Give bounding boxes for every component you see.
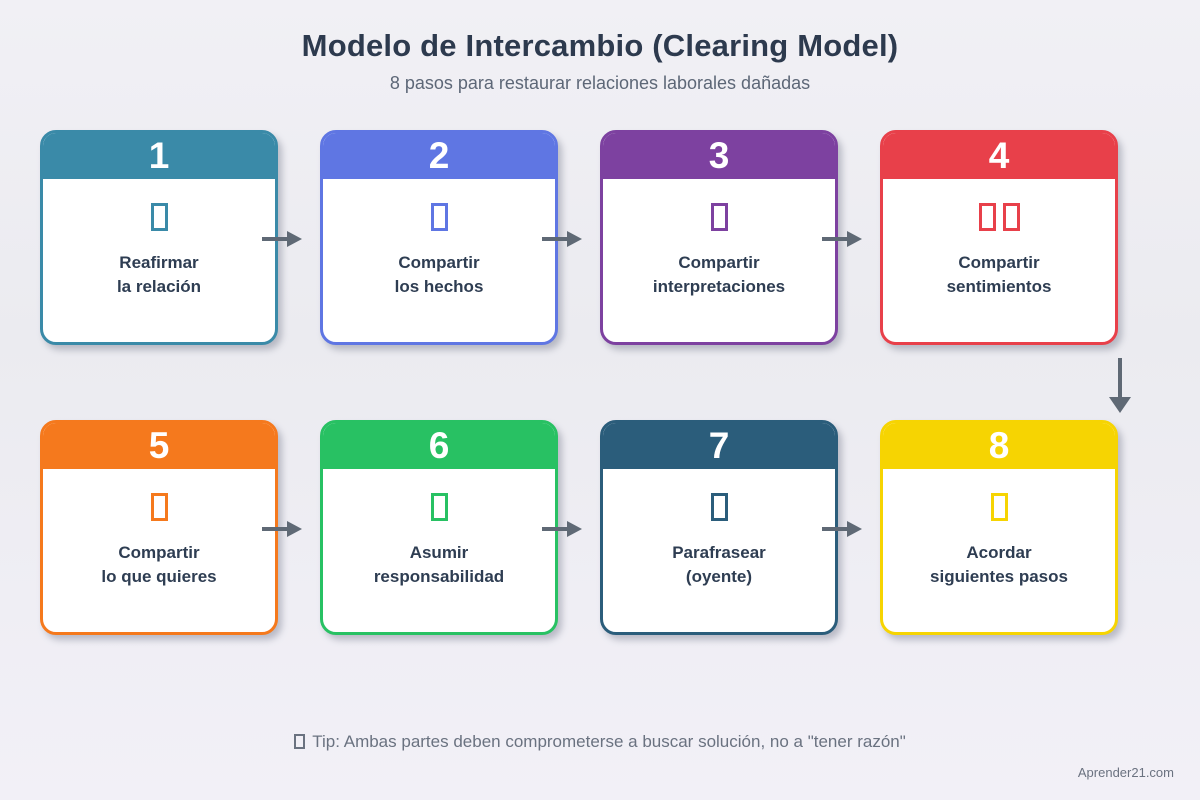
step-label: Compartir los hechos xyxy=(395,251,484,299)
step-label-line2: los hechos xyxy=(394,277,484,296)
step-number: 7 xyxy=(708,425,730,466)
arrow-right-icon xyxy=(542,521,582,537)
step-card-8: 8 Acordar siguientes pasos xyxy=(880,420,1118,635)
step-label: Compartir sentimientos xyxy=(947,251,1052,299)
step-card-1-header: 1 xyxy=(43,133,275,179)
step-label-line1: Compartir xyxy=(118,543,200,562)
tofu-placeholder-icon xyxy=(294,734,306,749)
arrow-right-icon xyxy=(262,231,302,247)
tip-line: Tip: Ambas partes deben comprometerse a … xyxy=(0,732,1200,752)
step-card-7: 7 Parafrasear (oyente) xyxy=(600,420,838,635)
step-label: Compartir interpretaciones xyxy=(653,251,785,299)
footer-brand: Aprender21.com xyxy=(1077,765,1174,780)
tofu-placeholder-icon xyxy=(150,493,168,521)
step-label-line1: Parafrasear xyxy=(672,543,766,562)
step-label-line1: Compartir xyxy=(398,253,480,272)
step-label-line2: (oyente) xyxy=(685,567,753,586)
tofu-placeholder-icon xyxy=(978,203,996,231)
step-label-line2: interpretaciones xyxy=(652,277,786,296)
step-number: 4 xyxy=(988,135,1010,176)
step-card-1-body: Reafirmar la relación xyxy=(43,179,275,299)
page-subtitle: 8 pasos para restaurar relaciones labora… xyxy=(389,73,811,93)
step-label: Parafrasear (oyente) xyxy=(672,541,766,589)
page-title: Modelo de Intercambio (Clearing Model) xyxy=(301,28,899,63)
step-label-line2: la relación xyxy=(116,277,202,296)
arrow-right-icon xyxy=(542,231,582,247)
tofu-placeholder-icon xyxy=(430,203,448,231)
step-card-4-body: Compartir sentimientos xyxy=(883,179,1115,299)
arrow-down-icon xyxy=(1109,358,1131,414)
step-card-5-header: 5 xyxy=(43,423,275,469)
arrow-right-icon xyxy=(262,521,302,537)
step-label-line1: Acordar xyxy=(966,543,1032,562)
tofu-placeholder-icon xyxy=(710,203,728,231)
step-card-6: 6 Asumir responsabilidad xyxy=(320,420,558,635)
arrow-right-icon xyxy=(822,521,862,537)
step-label-line2: lo que quieres xyxy=(101,567,217,586)
tofu-placeholder-icon xyxy=(990,493,1008,521)
step-card-6-header: 6 xyxy=(323,423,555,469)
step-label-line1: Compartir xyxy=(678,253,760,272)
step-card-1: 1 Reafirmar la relación xyxy=(40,130,278,345)
step-label-line2: siguientes pasos xyxy=(930,567,1068,586)
step-number: 3 xyxy=(708,135,730,176)
step-number: 2 xyxy=(428,135,450,176)
step-card-5: 5 Compartir lo que quieres xyxy=(40,420,278,635)
step-card-2-body: Compartir los hechos xyxy=(323,179,555,299)
step-card-2-header: 2 xyxy=(323,133,555,179)
tofu-placeholder-icon xyxy=(150,203,168,231)
step-number: 5 xyxy=(148,425,170,466)
step-card-3: 3 Compartir interpretaciones xyxy=(600,130,838,345)
step-card-4: 4 Compartir sentimientos xyxy=(880,130,1118,345)
step-card-8-body: Acordar siguientes pasos xyxy=(883,469,1115,589)
step-card-5-body: Compartir lo que quieres xyxy=(43,469,275,589)
step-label: Asumir responsabilidad xyxy=(374,541,504,589)
step-label-line2: responsabilidad xyxy=(373,567,505,586)
tip-text: Tip: Ambas partes deben comprometerse a … xyxy=(312,732,906,751)
step-label: Reafirmar la relación xyxy=(117,251,201,299)
tofu-placeholder-icon xyxy=(430,493,448,521)
step-card-3-body: Compartir interpretaciones xyxy=(603,179,835,299)
step-card-6-body: Asumir responsabilidad xyxy=(323,469,555,589)
step-label-line1: Reafirmar xyxy=(119,253,199,272)
step-label-line2: sentimientos xyxy=(946,277,1052,296)
step-card-2: 2 Compartir los hechos xyxy=(320,130,558,345)
step-label-line1: Asumir xyxy=(409,543,469,562)
step-number: 1 xyxy=(148,135,170,176)
arrow-right-icon xyxy=(822,231,862,247)
step-label-line1: Compartir xyxy=(958,253,1040,272)
step-label: Compartir lo que quieres xyxy=(101,541,216,589)
step-number: 6 xyxy=(428,425,450,466)
step-card-7-body: Parafrasear (oyente) xyxy=(603,469,835,589)
step-card-4-header: 4 xyxy=(883,133,1115,179)
tofu-placeholder-icon xyxy=(1002,203,1020,231)
step-card-8-header: 8 xyxy=(883,423,1115,469)
step-number: 8 xyxy=(988,425,1010,466)
tofu-placeholder-icon xyxy=(710,493,728,521)
step-card-7-header: 7 xyxy=(603,423,835,469)
step-label: Acordar siguientes pasos xyxy=(930,541,1068,589)
step-card-3-header: 3 xyxy=(603,133,835,179)
